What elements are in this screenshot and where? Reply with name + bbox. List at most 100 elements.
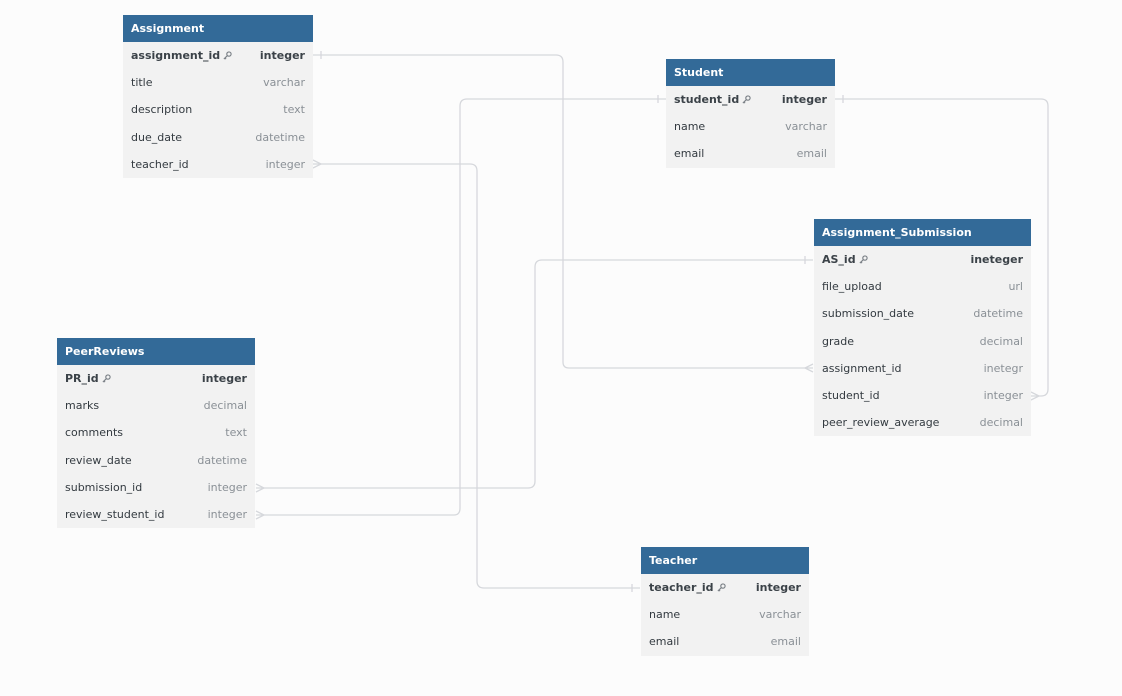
field-name-cell: description: [131, 96, 192, 123]
field-name: grade: [822, 334, 854, 348]
field-name-cell: review_student_id: [65, 501, 164, 528]
field-name-cell: assignment_id: [822, 355, 902, 382]
field-row[interactable]: email email: [641, 628, 809, 655]
field-name-cell: submission_id: [65, 474, 142, 501]
field-name: teacher_id: [649, 581, 714, 594]
field-row[interactable]: student_id integer: [814, 382, 1031, 409]
field-type: integer: [755, 581, 801, 594]
field-name-cell: PR_id: [65, 365, 111, 392]
field-row[interactable]: PR_id integer: [57, 365, 255, 392]
field-name: teacher_id: [131, 157, 189, 171]
field-name-cell: peer_review_average: [822, 409, 939, 436]
primary-key-icon: [859, 255, 868, 264]
field-row[interactable]: peer_review_average decimal: [814, 409, 1031, 436]
field-row[interactable]: AS_id ineteger: [814, 246, 1031, 273]
field-row[interactable]: name varchar: [666, 113, 835, 140]
table-header[interactable]: Teacher: [641, 547, 809, 574]
field-name: PR_id: [65, 372, 99, 385]
field-type: decimal: [979, 334, 1023, 348]
field-name: name: [674, 120, 706, 134]
field-type: integer: [265, 157, 305, 171]
field-row[interactable]: teacher_id integer: [123, 151, 313, 178]
field-type: email: [796, 147, 827, 161]
field-type: email: [770, 635, 801, 649]
field-row[interactable]: submission_date datetime: [814, 300, 1031, 327]
field-name: marks: [65, 399, 100, 413]
field-name: student_id: [822, 388, 880, 402]
field-name-cell: file_upload: [822, 273, 882, 300]
field-name: review_date: [65, 453, 132, 467]
field-type: integer: [201, 372, 247, 385]
field-name-cell: email: [649, 628, 679, 655]
field-row[interactable]: submission_id integer: [57, 474, 255, 501]
field-type: integer: [983, 388, 1023, 402]
field-type: url: [1008, 280, 1023, 294]
field-row[interactable]: assignment_id integer: [123, 42, 313, 69]
field-type: datetime: [973, 307, 1023, 321]
field-name-cell: due_date: [131, 124, 182, 151]
field-name: assignment_id: [131, 49, 221, 62]
field-type: text: [283, 103, 305, 117]
field-type: ineteger: [970, 253, 1023, 266]
primary-key-icon: [717, 583, 726, 592]
field-name-cell: student_id: [674, 86, 751, 113]
connector-assignment-teacher[interactable]: [313, 163, 640, 589]
connector-end-many-peerreview-student: [255, 510, 266, 520]
connector-peerreview-student[interactable]: [256, 98, 666, 516]
field-name: submission_date: [822, 307, 914, 321]
field-name-cell: assignment_id: [131, 42, 232, 69]
field-name-cell: marks: [65, 392, 99, 419]
field-row[interactable]: review_date datetime: [57, 447, 255, 474]
field-name-cell: teacher_id: [131, 151, 189, 178]
table-header[interactable]: Student: [666, 59, 835, 86]
field-name-cell: review_date: [65, 447, 132, 474]
field-name: description: [131, 103, 193, 117]
table-header[interactable]: Assignment: [123, 15, 313, 42]
field-name: email: [649, 635, 680, 649]
field-row[interactable]: email email: [666, 140, 835, 167]
primary-key-icon: [742, 95, 751, 104]
connector-end-many-submission-assignment: [803, 363, 814, 373]
field-row[interactable]: grade decimal: [814, 328, 1031, 355]
field-type: integer: [259, 49, 305, 62]
field-type: integer: [207, 480, 247, 494]
field-name: AS_id: [822, 253, 856, 266]
field-type: varchar: [785, 120, 827, 134]
field-type: datetime: [197, 453, 247, 467]
field-type: decimal: [979, 416, 1023, 430]
field-row[interactable]: due_date datetime: [123, 124, 313, 151]
field-name: peer_review_average: [822, 416, 940, 430]
field-name: submission_id: [65, 480, 143, 494]
field-type: datetime: [255, 130, 305, 144]
field-name-cell: submission_date: [822, 300, 914, 327]
primary-key-icon: [223, 51, 232, 60]
connector-peerreview-submission[interactable]: [256, 259, 813, 489]
table-header[interactable]: Assignment_Submission: [814, 219, 1031, 246]
field-name-cell: teacher_id: [649, 574, 726, 601]
field-row[interactable]: description text: [123, 96, 313, 123]
field-name: email: [674, 147, 705, 161]
field-name: name: [649, 608, 681, 622]
field-name: assignment_id: [822, 361, 902, 375]
field-name-cell: email: [674, 140, 704, 167]
field-name-cell: grade: [822, 328, 854, 355]
field-name-cell: AS_id: [822, 246, 868, 273]
field-row[interactable]: file_upload url: [814, 273, 1031, 300]
field-row[interactable]: teacher_id integer: [641, 574, 809, 601]
connector-end-many-submission-student: [1030, 391, 1041, 401]
field-name: comments: [65, 426, 123, 440]
table-header[interactable]: PeerReviews: [57, 338, 255, 365]
field-name-cell: comments: [65, 419, 123, 446]
